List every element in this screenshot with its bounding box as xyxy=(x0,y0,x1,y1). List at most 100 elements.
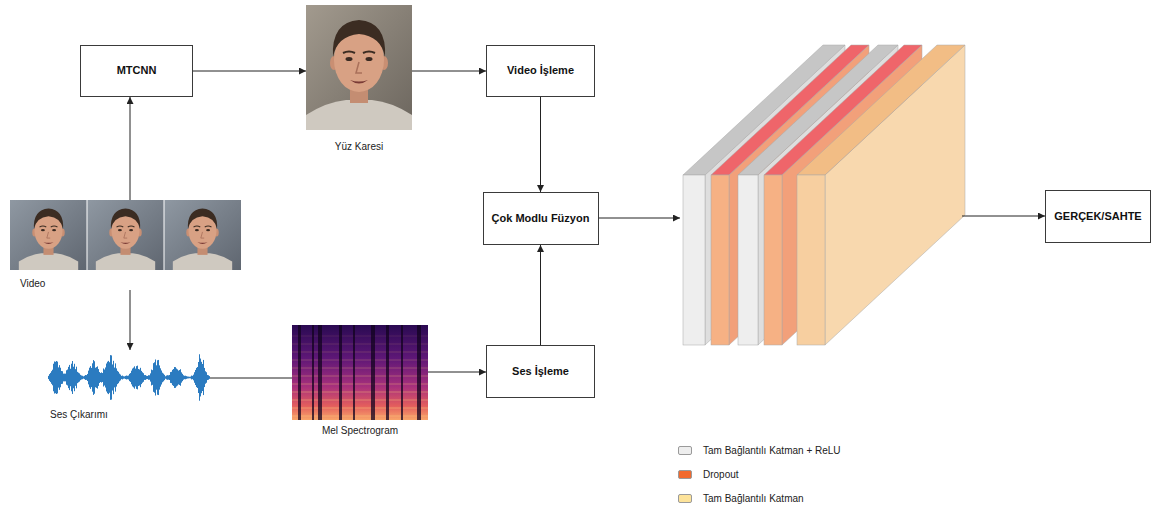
flow-arrow xyxy=(540,97,541,192)
waveform-sample xyxy=(116,368,117,386)
waveform-sample xyxy=(175,367,176,388)
waveform-sample xyxy=(197,367,198,388)
waveform-sample xyxy=(149,375,150,379)
spectrogram-gap xyxy=(371,325,375,420)
waveform-sample xyxy=(139,369,140,385)
waveform-sample xyxy=(204,368,205,387)
media-space xyxy=(306,5,412,141)
box-label: Ses İşleme xyxy=(512,365,569,378)
waveform-sample xyxy=(205,371,206,383)
audio-waveform xyxy=(49,354,210,400)
process-box: Ses İşleme xyxy=(486,345,595,398)
waveform-sample xyxy=(109,362,110,393)
waveform-sample xyxy=(143,373,144,382)
box-label: Çok Modlu Füzyon xyxy=(492,212,590,225)
waveform-sample xyxy=(95,368,96,388)
box-label: GERÇEK/SAHTE xyxy=(1054,210,1141,223)
waveform-sample xyxy=(150,373,151,381)
waveform-sample xyxy=(136,366,137,389)
waveform-sample xyxy=(174,367,175,388)
waveform-sample xyxy=(100,373,101,382)
layer-front xyxy=(764,175,782,345)
waveform-sample xyxy=(125,376,126,379)
waveform-sample xyxy=(92,363,93,391)
waveform-sample xyxy=(98,369,99,386)
waveform-sample xyxy=(191,376,192,380)
waveform-sample xyxy=(182,374,183,381)
spectrogram-gap xyxy=(417,325,421,420)
spectrogram-gap xyxy=(298,325,301,420)
frame-divider xyxy=(164,200,165,270)
mel-spectrogram-image xyxy=(292,325,428,420)
waveform-sample xyxy=(169,375,170,380)
waveform-sample xyxy=(52,370,53,386)
waveform-sample xyxy=(93,360,94,395)
waveform-sample xyxy=(96,367,97,388)
media-node: Ses Çıkarımı xyxy=(48,350,210,421)
waveform-sample xyxy=(104,370,105,386)
waveform-sample xyxy=(206,372,207,383)
waveform-sample xyxy=(75,369,76,386)
legend: Tam Bağlantılı Katman + ReLUDropoutTam B… xyxy=(678,438,841,510)
legend-row: Dropout xyxy=(678,462,841,486)
waveform-sample xyxy=(135,369,136,387)
waveform-sample xyxy=(126,376,127,380)
media-caption: Mel Spectrogram xyxy=(292,425,428,437)
flow-arrow xyxy=(130,290,131,350)
waveform-sample xyxy=(134,366,135,388)
waveform-sample xyxy=(171,372,172,383)
waveform-sample xyxy=(72,361,73,394)
waveform-sample xyxy=(70,369,71,386)
waveform-sample xyxy=(127,376,128,379)
waveform-sample xyxy=(200,359,201,397)
waveform-sample xyxy=(208,375,209,379)
waveform-sample xyxy=(203,360,204,395)
waveform-sample xyxy=(87,374,88,381)
waveform-sample xyxy=(192,376,193,379)
waveform-sample xyxy=(51,371,52,384)
waveform-sample xyxy=(137,366,138,390)
process-box: GERÇEK/SAHTE xyxy=(1045,190,1151,243)
waveform-sample xyxy=(62,371,63,384)
waveform-sample xyxy=(196,368,197,387)
frame-person xyxy=(19,208,78,270)
waveform-sample xyxy=(153,363,154,392)
box-label: Video İşleme xyxy=(507,64,574,77)
photo-background xyxy=(306,5,412,130)
waveform-sample xyxy=(183,375,184,380)
waveform-sample xyxy=(88,371,89,385)
legend-label: Dropout xyxy=(703,469,739,480)
waveform-sample xyxy=(102,373,103,382)
waveform-sample xyxy=(172,370,173,385)
waveform-sample xyxy=(147,376,148,379)
media-caption: Yüz Karesi xyxy=(306,141,412,153)
waveform-sample xyxy=(141,371,142,384)
waveform-sample xyxy=(133,368,134,388)
network-layer xyxy=(797,45,965,345)
media-space xyxy=(48,350,210,409)
waveform-sample xyxy=(103,368,104,386)
waveform-sample xyxy=(57,362,58,394)
waveform-sample xyxy=(177,369,178,385)
waveform-sample xyxy=(55,362,56,393)
layer-front xyxy=(683,175,705,345)
waveform-sample xyxy=(85,375,86,380)
spectrogram-gap xyxy=(386,325,389,420)
waveform-sample xyxy=(58,367,59,387)
waveform-sample xyxy=(194,372,195,383)
waveform-sample xyxy=(61,371,62,384)
waveform-sample xyxy=(94,361,95,393)
waveform-sample xyxy=(82,376,83,379)
person-photo xyxy=(306,20,412,130)
waveform-sample xyxy=(115,363,116,391)
waveform-sample xyxy=(64,374,65,382)
waveform-sample xyxy=(198,362,199,393)
video-frames xyxy=(10,200,241,270)
legend-row: Tam Bağlantılı Katman xyxy=(678,486,841,510)
spectrogram-gap xyxy=(401,325,403,420)
waveform-sample xyxy=(152,370,153,385)
waveform-sample xyxy=(146,376,147,379)
waveform-sample xyxy=(71,364,72,392)
waveform-sample xyxy=(97,366,98,388)
